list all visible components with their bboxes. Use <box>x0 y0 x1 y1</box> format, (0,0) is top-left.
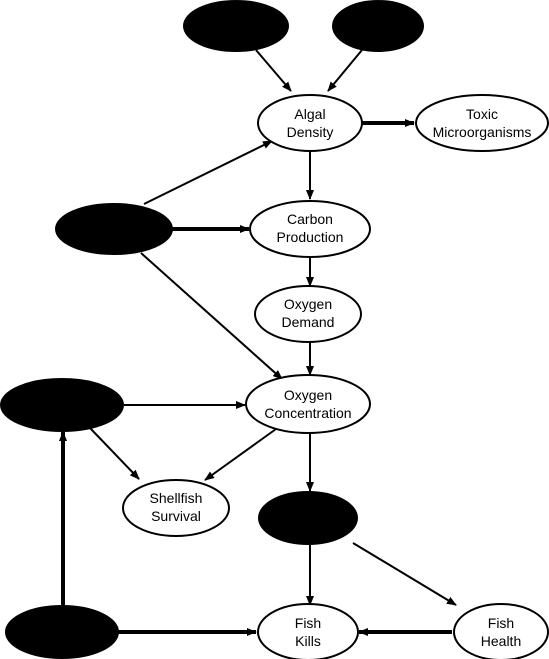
node-toxic-microorganisms-shape <box>415 94 549 152</box>
node-fish-kills-label-line2: Kills <box>295 633 321 649</box>
hidden-node-mid-left <box>55 203 173 255</box>
node-shellfish-survival-shape <box>122 479 230 537</box>
hidden-node-bottom-left <box>5 605 119 659</box>
node-fish-health-label-line1: Fish <box>488 615 514 631</box>
node-oxygen-demand-shape <box>254 285 362 343</box>
node-algal-density: Algal Density <box>257 94 363 152</box>
edge-hidden-mid-left-to-algal-density <box>143 140 273 205</box>
node-carbon-production: Carbon Production <box>249 200 371 258</box>
node-shellfish-survival-label-line2: Survival <box>151 508 201 524</box>
node-shellfish-survival: Shellfish Survival <box>122 479 230 537</box>
node-carbon-production-shape <box>249 200 371 258</box>
node-fish-kills: Fish Kills <box>257 603 359 659</box>
edge-hidden-top-right-to-algal-density <box>327 49 363 92</box>
node-fish-health: Fish Health <box>453 603 549 659</box>
node-oxygen-demand: Oxygen Demand <box>254 285 362 343</box>
node-carbon-production-label-line1: Carbon <box>287 211 333 227</box>
node-oxygen-demand-label-line2: Demand <box>282 314 335 330</box>
node-fish-health-label-line2: Health <box>481 633 521 649</box>
edge-oxygen-concentration-to-shellfish-survival <box>204 428 277 481</box>
hidden-node-center-lower <box>258 491 358 545</box>
filled-nodes <box>0 0 424 659</box>
node-oxygen-concentration-label-line2: Concentration <box>264 405 351 421</box>
edge-hidden-mid-left-to-oxygen-concentration <box>140 252 283 380</box>
edge-hidden-lower-left-to-shellfish-survival <box>89 427 140 480</box>
node-carbon-production-label-line2: Production <box>277 229 344 245</box>
edge-hidden-center-lower-to-fish-health <box>352 542 457 606</box>
node-oxygen-concentration-shape <box>245 374 371 434</box>
node-toxic-microorganisms-label-line1: Toxic <box>466 106 498 122</box>
node-fish-kills-label-line1: Fish <box>295 615 321 631</box>
node-fish-health-shape <box>453 603 549 659</box>
node-oxygen-concentration-label-line1: Oxygen <box>284 387 332 403</box>
node-algal-density-label-line1: Algal <box>294 106 325 122</box>
node-toxic-microorganisms-label-line2: Microorganisms <box>433 124 532 140</box>
node-algal-density-label-line2: Density <box>287 124 334 140</box>
hidden-node-top-right <box>332 0 424 52</box>
edge-hidden-top-left-to-algal-density <box>255 49 292 92</box>
node-fish-kills-shape <box>257 603 359 659</box>
edges <box>59 49 457 636</box>
node-algal-density-shape <box>257 94 363 152</box>
node-oxygen-concentration: Oxygen Concentration <box>245 374 371 434</box>
node-shellfish-survival-label-line1: Shellfish <box>150 490 203 506</box>
node-toxic-microorganisms: Toxic Microorganisms <box>415 94 549 152</box>
hidden-node-top-left <box>183 0 289 52</box>
node-oxygen-demand-label-line1: Oxygen <box>284 296 332 312</box>
hidden-node-lower-left <box>0 378 124 432</box>
